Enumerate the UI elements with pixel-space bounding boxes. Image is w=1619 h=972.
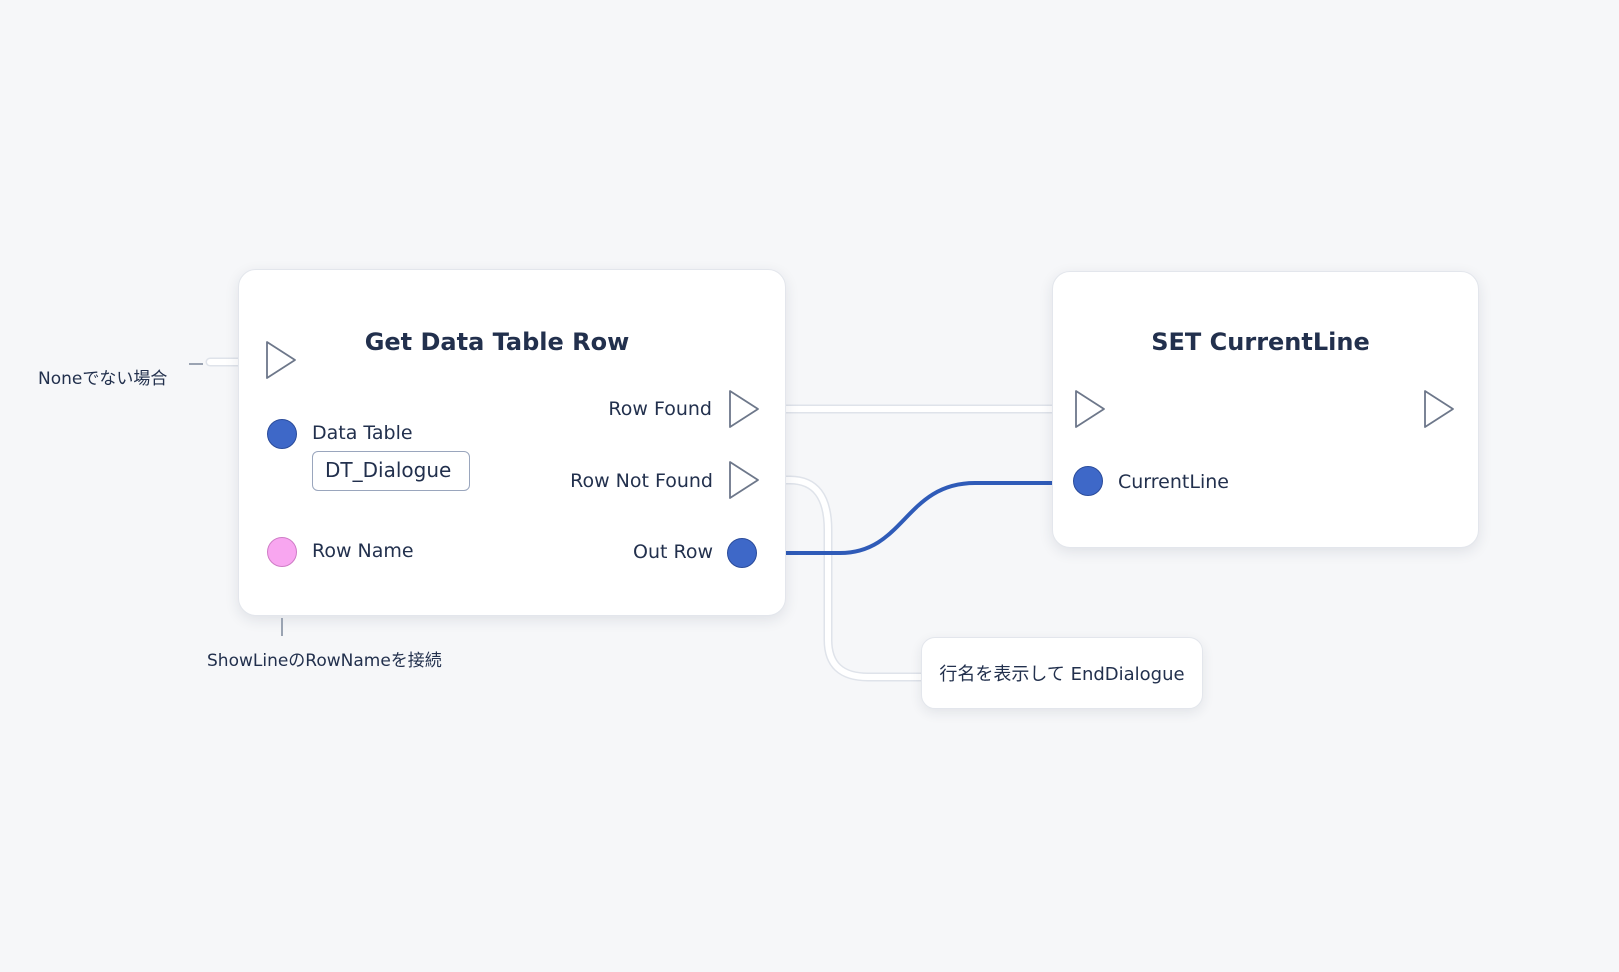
- node-set-currentline[interactable]: SET CurrentLine: [1052, 271, 1479, 548]
- row-name-note-tick: [281, 618, 283, 636]
- out-row-pin[interactable]: [727, 538, 757, 568]
- currentline-pin[interactable]: [1073, 466, 1103, 496]
- node-title: Get Data Table Row: [364, 328, 630, 356]
- exec-in-note: Noneでない場合: [38, 369, 168, 389]
- exec-in-pin[interactable]: [264, 340, 298, 380]
- exec-in-note-dash: [189, 363, 203, 365]
- row-name-note: ShowLineのRowNameを接続: [207, 651, 442, 671]
- data-table-label: Data Table: [312, 422, 413, 444]
- not-found-comment[interactable]: 行名を表示して EndDialogue: [921, 637, 1203, 709]
- currentline-label: CurrentLine: [1118, 471, 1229, 493]
- node-title: SET CurrentLine: [1151, 328, 1370, 356]
- set-exec-out-pin[interactable]: [1422, 389, 1456, 429]
- set-exec-in-pin[interactable]: [1073, 389, 1107, 429]
- row-found-label: Row Found: [608, 398, 712, 420]
- row-not-found-label: Row Not Found: [570, 470, 713, 492]
- out-row-label: Out Row: [633, 541, 713, 563]
- row-not-found-pin[interactable]: [727, 460, 761, 500]
- data-table-value[interactable]: DT_Dialogue: [312, 451, 470, 491]
- data-table-pin[interactable]: [267, 419, 297, 449]
- row-name-pin[interactable]: [267, 537, 297, 567]
- node-get-data-table-row[interactable]: Get Data Table Row: [238, 269, 786, 616]
- row-name-label: Row Name: [312, 540, 414, 562]
- row-found-pin[interactable]: [727, 389, 761, 429]
- data-wire-out-row[interactable]: [740, 481, 1092, 555]
